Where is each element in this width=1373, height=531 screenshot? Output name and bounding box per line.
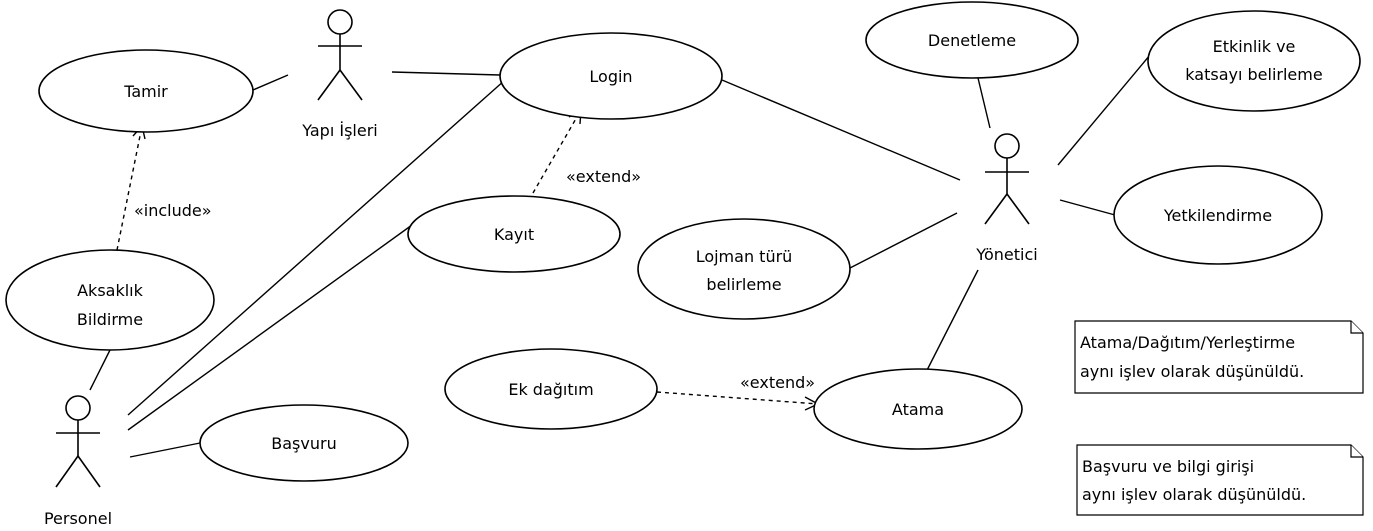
use-case-denetleme-label: Denetleme bbox=[928, 31, 1016, 50]
note-atama-line1: Atama/Dağıtım/Yerleştirme bbox=[1080, 333, 1295, 352]
use-case-denetleme: Denetleme bbox=[865, 1, 1079, 79]
actor-personel-label: Personel bbox=[44, 509, 112, 528]
use-case-kayit: Kayıt bbox=[407, 195, 621, 273]
actor-yonetici-label: Yönetici bbox=[975, 245, 1037, 264]
actor-yonetici: Yönetici bbox=[975, 133, 1038, 264]
use-case-atama-label: Atama bbox=[892, 400, 944, 419]
extend-dependency-ek-dagitim: «extend» bbox=[656, 373, 820, 411]
actor-yonetici-icon bbox=[984, 133, 1030, 225]
use-case-aksaklik-bildirme: Aksaklık Bildirme bbox=[5, 249, 215, 351]
use-case-basvuru-label: Başvuru bbox=[271, 434, 336, 453]
extend-ek-line bbox=[656, 391, 819, 405]
note-basvuru-line2: aynı işlev olarak düşünüldü. bbox=[1082, 485, 1306, 504]
assoc-personel-login bbox=[127, 79, 506, 416]
use-case-lojman-turu-belirleme: Lojman türü belirleme bbox=[637, 218, 851, 320]
assoc-atama-yonetici bbox=[921, 269, 979, 381]
assoc-login-yonetici bbox=[721, 79, 961, 181]
use-case-tamir: Tamir bbox=[38, 49, 254, 133]
use-case-tamir-label: Tamir bbox=[123, 82, 168, 101]
assoc-denetleme-yonetici bbox=[977, 77, 991, 129]
assoc-personel-basvuru bbox=[129, 442, 201, 458]
actor-yapi-isleri: Yapı İşleri bbox=[301, 9, 378, 140]
use-case-etkinlik-label-line1: Etkinlik ve bbox=[1213, 37, 1296, 56]
actor-yapi-isleri-icon bbox=[317, 9, 363, 101]
use-case-kayit-label: Kayıt bbox=[494, 225, 534, 244]
use-case-lojman-label-line1: Lojman türü bbox=[696, 247, 793, 266]
include-label: «include» bbox=[134, 201, 212, 220]
actor-personel-icon bbox=[55, 395, 101, 488]
use-case-ek-dagitim-label: Ek dağıtım bbox=[508, 380, 593, 399]
assoc-etkinlik-yonetici bbox=[1057, 54, 1151, 166]
extend-ek-label: «extend» bbox=[740, 373, 815, 392]
association-lines bbox=[89, 54, 1151, 458]
use-case-aksaklik-label-line2: Bildirme bbox=[77, 310, 143, 329]
actor-yapi-isleri-label: Yapı İşleri bbox=[301, 121, 377, 140]
note-atama-line2: aynı işlev olarak düşünüldü. bbox=[1080, 362, 1304, 381]
actor-personel: Personel bbox=[44, 395, 112, 528]
include-dependency: «include» bbox=[116, 124, 212, 251]
use-case-login-label: Login bbox=[589, 67, 632, 86]
note-basvuru-line1: Başvuru ve bilgi girişi bbox=[1082, 457, 1254, 476]
include-line bbox=[116, 125, 143, 251]
note-basvuru-bilgi: Başvuru ve bilgi girişi aynı işlev olara… bbox=[1076, 444, 1364, 516]
assoc-personel-kayit bbox=[127, 224, 413, 431]
use-case-ek-dagitim: Ek dağıtım bbox=[444, 348, 658, 430]
use-case-yetkilendirme: Yetkilendirme bbox=[1113, 165, 1323, 265]
use-case-basvuru: Başvuru bbox=[199, 404, 409, 482]
assoc-yetkilendirme-yonetici bbox=[1059, 199, 1116, 216]
extend-kayit-label: «extend» bbox=[566, 167, 641, 186]
note-atama-dagitim: Atama/Dağıtım/Yerleştirme aynı işlev ola… bbox=[1074, 320, 1364, 394]
use-case-aksaklik-label-line1: Aksaklık bbox=[77, 281, 144, 300]
use-case-login: Login bbox=[499, 32, 723, 120]
assoc-lojman-yonetici bbox=[849, 212, 958, 269]
assoc-personel-aksaklik bbox=[89, 349, 111, 391]
assoc-yapi-tamir bbox=[252, 74, 289, 91]
extend-dependency-kayit: «extend» bbox=[532, 108, 641, 194]
assoc-yapi-login bbox=[391, 71, 501, 76]
use-case-etkinlik-label-line2: katsayı belirleme bbox=[1185, 65, 1322, 84]
use-case-yetkilendirme-label: Yetkilendirme bbox=[1163, 206, 1272, 225]
use-case-etkinlik-katsayi: Etkinlik ve katsayı belirleme bbox=[1147, 10, 1361, 112]
use-case-atama: Atama bbox=[813, 368, 1023, 450]
use-case-lojman-label-line2: belirleme bbox=[706, 275, 781, 294]
